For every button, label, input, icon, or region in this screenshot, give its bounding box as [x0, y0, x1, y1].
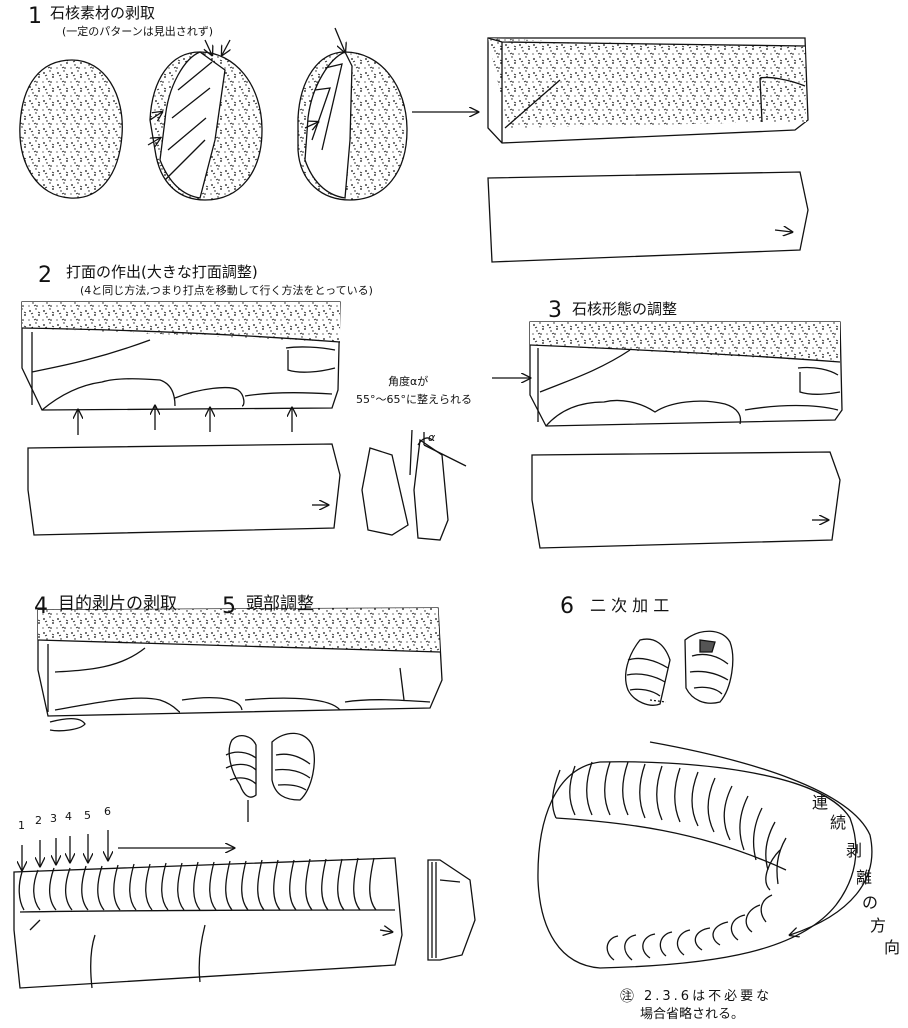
direction-char-6: 方 [870, 918, 886, 934]
step-1-note: (一定のパターンは見出されず) [62, 26, 213, 37]
step-3-number: 3 [548, 300, 562, 322]
step-1-title: 石核素材の剥取 [50, 6, 155, 21]
direction-char-5: の [862, 895, 878, 911]
direction-char-7: 向 [884, 940, 900, 956]
u-core-outline [538, 762, 856, 968]
step-4-title: 目的剥片の剥取 [58, 596, 177, 613]
core-profile [428, 860, 475, 960]
step-5-title: 頭部調整 [246, 596, 314, 613]
step-1-number: 1 [28, 6, 42, 28]
seq-3: 3 [50, 813, 57, 824]
retouched-flake-left [626, 639, 670, 705]
step-4-number: 4 [34, 596, 48, 618]
footnote-line2: 場合省略される。 [640, 1008, 744, 1021]
step-5-number: 5 [222, 596, 236, 618]
core-shaped-side [532, 452, 840, 548]
profile-1 [362, 448, 408, 535]
direction-char-1: 連 [812, 795, 828, 811]
footnote-mark: ㊟ [620, 990, 634, 1004]
step-3-title: 石核形態の調整 [572, 302, 677, 317]
seq-6: 6 [104, 806, 111, 817]
step-2-note: (4と同じ方法,つまり打点を移動して行く方法をとっている) [80, 285, 373, 296]
seq-1: 1 [18, 820, 25, 831]
alpha-label: α [428, 432, 435, 443]
raw-nodule [20, 60, 122, 198]
footnote-line1: 2.3.6は不必要な [644, 990, 772, 1003]
step-2-title: 打面の作出(大きな打面調整) [66, 265, 258, 280]
direction-char-2: 続 [830, 815, 846, 831]
core-prism-side [488, 172, 808, 262]
core-side-2 [28, 444, 340, 535]
seq-4: 4 [65, 811, 72, 822]
seq-2: 2 [35, 815, 42, 826]
core-blade-scars [14, 858, 402, 988]
direction-char-3: 剥 [846, 843, 862, 859]
direction-arc [650, 742, 872, 935]
blade-flake-right [272, 733, 314, 800]
step-2-number: 2 [38, 265, 52, 287]
angle-note-line2: 55°〜65°に整えられる [356, 394, 472, 405]
step-6-number: 6 [560, 596, 574, 618]
step-6-title: 二 次 加 工 [590, 598, 669, 614]
seq-5: 5 [84, 810, 91, 821]
angle-note-line1: 角度αが [388, 376, 428, 387]
direction-char-4: 離 [856, 870, 872, 886]
